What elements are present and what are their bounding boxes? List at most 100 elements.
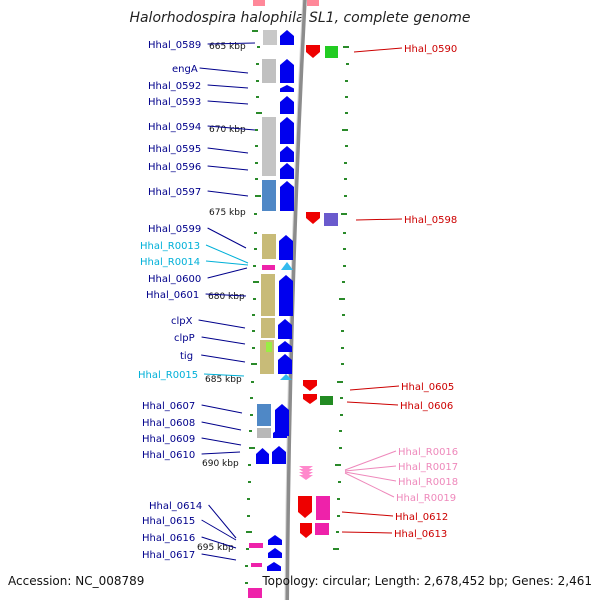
gene-label-right: Hhal_0598	[404, 215, 457, 226]
gene-arrow-reverse	[303, 380, 317, 391]
label-connector	[207, 267, 248, 279]
gene-label-left: Hhal_0596	[148, 162, 201, 173]
tick-mark-right	[343, 232, 346, 234]
tick-mark-right	[343, 265, 346, 267]
gene-arrow-forward	[268, 535, 282, 545]
gene-arrow-reverse	[303, 394, 317, 404]
gene-label-left: Hhal_0592	[148, 81, 201, 92]
gene-class-bar	[261, 318, 275, 338]
gene-class-bar	[257, 404, 271, 426]
tick-mark-right	[345, 80, 348, 82]
tick-mark-left	[245, 582, 248, 584]
tick-mark-left	[251, 363, 257, 365]
tick-mark-right	[345, 96, 348, 98]
gene-class-bar	[266, 342, 272, 352]
gene-label-right: Hhal_R0019	[396, 493, 456, 504]
gene-class-bar	[325, 46, 338, 58]
gene-label-right: Hhal_R0017	[398, 462, 458, 473]
scale-label: 685 kbp	[205, 375, 242, 385]
tick-mark-left	[256, 112, 262, 114]
gene-class-bar	[307, 0, 319, 6]
tick-mark-left	[247, 498, 250, 500]
label-connector	[201, 437, 242, 446]
gene-arrow-forward	[267, 562, 281, 571]
tick-mark-right	[344, 162, 347, 164]
gene-label-left: clpP	[174, 333, 195, 344]
label-connector	[207, 100, 249, 105]
label-connector	[207, 165, 249, 171]
gene-label-left: clpX	[171, 316, 193, 327]
tick-mark-left	[252, 330, 255, 332]
gene-arrow-forward	[278, 319, 292, 339]
tick-mark-left	[252, 314, 255, 316]
tick-mark-left	[256, 80, 259, 82]
tick-mark-right	[339, 447, 342, 449]
gene-label-left: Hhal_0614	[149, 501, 202, 512]
rrna-bar	[251, 563, 262, 567]
gene-label-left: Hhal_0609	[142, 434, 195, 445]
gene-arrow-forward	[279, 235, 293, 260]
tick-mark-right	[342, 129, 348, 131]
label-connector	[201, 336, 246, 345]
tick-mark-left	[255, 145, 258, 147]
label-connector	[207, 125, 256, 131]
tick-mark-left	[253, 298, 256, 300]
tick-mark-right	[345, 112, 348, 114]
gene-class-bar	[262, 59, 276, 83]
gene-arrow-reverse	[306, 45, 320, 58]
tick-mark-right	[344, 195, 347, 197]
gene-class-bar	[257, 428, 271, 438]
gene-label-right: Hhal_R0016	[398, 447, 458, 458]
gene-arrow-forward	[273, 428, 287, 438]
tick-mark-left	[251, 381, 254, 383]
gene-label-left: Hhal_0608	[142, 418, 195, 429]
gene-label-left: Hhal_0601	[146, 290, 199, 301]
label-connector	[353, 47, 403, 53]
gene-label-left: Hhal_0607	[142, 401, 195, 412]
rrna-marker	[299, 472, 313, 477]
gene-label-left: Hhal_0597	[148, 187, 201, 198]
gene-arrow-reverse	[298, 496, 312, 518]
label-connector	[201, 421, 242, 431]
gene-class-bar	[248, 588, 262, 598]
tick-mark-left	[254, 232, 257, 234]
gene-label-left: Hhal_0615	[142, 516, 195, 527]
label-connector	[207, 42, 256, 45]
gene-label-right: Hhal_R0018	[398, 477, 458, 488]
tick-mark-left	[256, 96, 259, 98]
scale-label: 665 kbp	[209, 42, 246, 52]
gene-label-left: engA	[172, 64, 198, 75]
label-connector	[201, 451, 241, 455]
label-connector	[341, 531, 393, 534]
tick-mark-left	[249, 430, 252, 432]
gene-class-bar	[261, 274, 275, 316]
gene-label-left: Hhal_R0013	[140, 241, 200, 252]
tick-mark-right	[340, 414, 343, 416]
gene-label-right: Hhal_0613	[394, 529, 447, 540]
label-connector	[355, 218, 403, 221]
label-connector	[344, 465, 397, 472]
gene-label-left: tig	[180, 351, 193, 362]
rrna-marker	[299, 466, 313, 471]
tick-mark-right	[342, 314, 345, 316]
gene-class-bar	[262, 180, 276, 211]
label-connector	[344, 450, 397, 471]
tick-mark-right	[333, 548, 339, 550]
label-connector	[207, 190, 249, 197]
gene-arrow-forward	[256, 448, 269, 464]
gene-arrow-forward	[275, 404, 289, 436]
tick-mark-right	[339, 430, 342, 432]
scale-label: 670 kbp	[209, 125, 246, 135]
gene-arrow-forward	[279, 275, 293, 316]
gene-class-bar	[324, 213, 338, 226]
gene-class-bar	[253, 0, 265, 6]
label-connector	[201, 519, 237, 541]
tick-mark-left	[256, 63, 259, 65]
scale-label: 680 kbp	[208, 292, 245, 302]
tick-mark-left	[248, 464, 251, 466]
gene-class-bar	[262, 117, 276, 176]
tick-mark-right	[340, 397, 343, 399]
gene-class-bar	[316, 496, 330, 520]
